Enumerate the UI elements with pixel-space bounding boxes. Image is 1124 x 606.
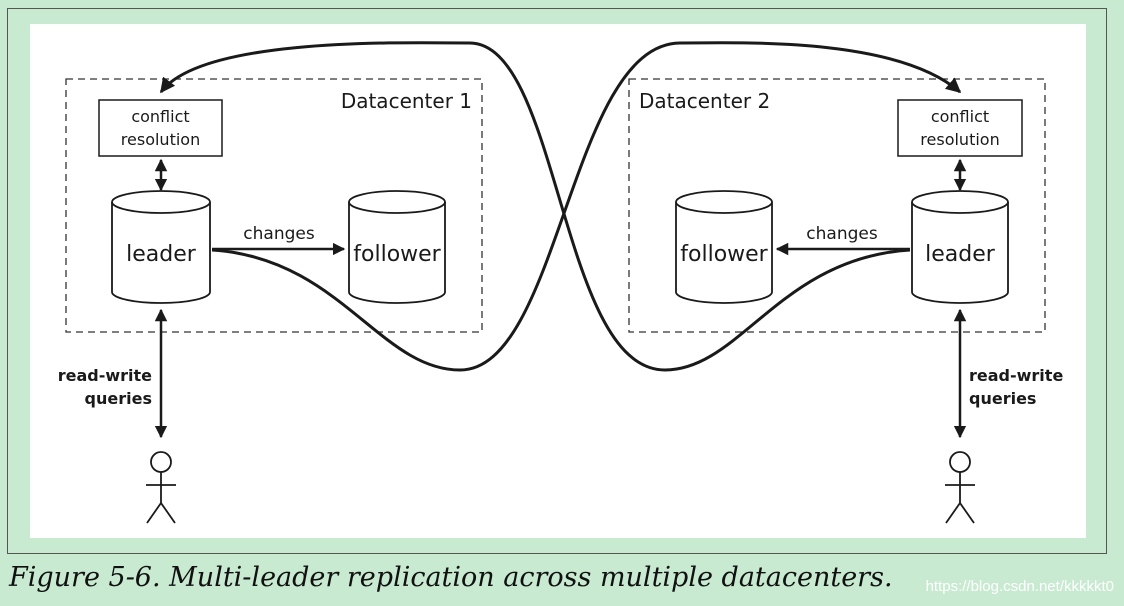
read-write-label-2-line1: read-write — [969, 366, 1063, 385]
datacenter-1: Datacenter 1 conflict resolution leader … — [65, 78, 483, 333]
follower-label-2: follower — [680, 242, 768, 267]
user-icon-2 — [945, 451, 975, 524]
follower-label-1: follower — [353, 242, 441, 267]
read-write-label-1-line1: read-write — [58, 366, 152, 385]
leader-label-1: leader — [126, 242, 197, 267]
follower-db-1 — [348, 190, 446, 304]
conflict-resolution-1-line1: conflict — [131, 107, 189, 126]
datacenter-2-title: Datacenter 2 — [639, 89, 770, 113]
user-icon-1 — [146, 451, 176, 524]
replication-curve-dc1-to-dc2 — [211, 41, 962, 372]
leader-label-2: leader — [925, 242, 996, 267]
conflict-resolution-1-line2: resolution — [121, 130, 200, 149]
changes-label-1: changes — [243, 224, 315, 244]
conflict-resolution-2-line1: conflict — [931, 107, 989, 126]
datacenter-2-boundary — [628, 78, 1046, 333]
leader-db-2 — [911, 190, 1009, 304]
client-1: read-write queries — [58, 308, 176, 524]
datacenter-1-title: Datacenter 1 — [341, 89, 472, 113]
client-2: read-write queries — [945, 308, 1063, 524]
read-write-label-2-line2: queries — [969, 389, 1036, 408]
replication-curve-dc2-to-dc1 — [159, 41, 911, 372]
datacenter-1-boundary — [65, 78, 483, 333]
read-write-label-1-line2: queries — [85, 389, 152, 408]
follower-db-2 — [675, 190, 773, 304]
leader-db-1 — [111, 190, 211, 304]
datacenter-2: Datacenter 2 conflict resolution leader … — [628, 78, 1046, 333]
figure-caption: Figure 5-6. Multi-leader replication acr… — [9, 562, 893, 593]
changes-label-2: changes — [806, 224, 878, 244]
conflict-resolution-2-line2: resolution — [920, 130, 999, 149]
watermark-url: https://blog.csdn.net/kkkkkt0 — [925, 578, 1114, 595]
conflict-resolution-box-2 — [897, 99, 1023, 157]
conflict-resolution-box-1 — [98, 99, 223, 157]
